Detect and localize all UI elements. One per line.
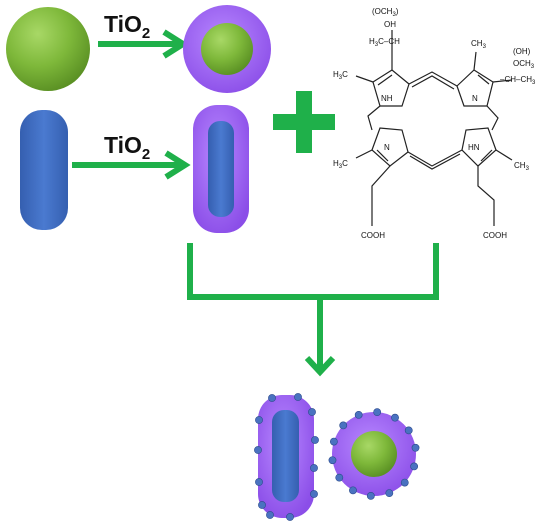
label-nh-left: NH	[381, 94, 393, 103]
sensitizer-dot-rod-7	[255, 478, 263, 486]
sensitizer-dot-sphere-12	[404, 426, 413, 435]
sensitizer-dot-rod-4	[311, 436, 319, 444]
sensitizer-dot-rod-8	[310, 490, 318, 498]
sensitizer-dot-rod-2	[308, 408, 316, 416]
label-h3c-ch: H3C–CH	[369, 37, 400, 48]
blue-rod	[20, 110, 68, 230]
green-sphere	[6, 7, 90, 91]
sensitizer-dot-sphere-1	[400, 478, 409, 487]
label-n-right: N	[472, 94, 478, 103]
sensitizer-dot-sphere-0	[410, 462, 419, 471]
core-shell-rod	[193, 105, 249, 233]
sensitizer-dot-sphere-13	[411, 443, 420, 452]
sensitizer-dot-sphere-8	[339, 421, 348, 430]
label-oh-right: (OH)	[513, 47, 531, 56]
label-cooh-left: COOH	[361, 231, 385, 240]
porphyrin-labels: (OCH3) OH H3C–CH CH3 (OH) OCH3 –CH–CH3 H…	[333, 7, 536, 240]
sensitizer-dot-sphere-11	[391, 413, 399, 422]
label-h3c-left-bottom: H3C	[333, 159, 348, 170]
sensitizer-dot-sphere-7	[329, 437, 338, 446]
label-och3-right: OCH3	[513, 59, 535, 70]
sensitizer-dot-sphere-9	[354, 410, 363, 419]
sensitizer-dot-rod-10	[286, 513, 294, 521]
label-ch-ch3: –CH–CH3	[500, 75, 536, 86]
porphyrin-structure	[355, 30, 513, 226]
pyrrole-ring-top-right	[456, 69, 494, 107]
decorated-rod	[254, 393, 319, 521]
decorated-sphere	[328, 408, 420, 500]
sensitizer-dot-rod-5	[254, 446, 262, 454]
sensitizer-dot-rod-1	[294, 393, 302, 401]
sensitizer-dot-sphere-6	[328, 456, 337, 465]
sensitizer-dot-sphere-2	[385, 489, 394, 498]
sensitizer-dot-rod-6	[310, 464, 318, 472]
arrow-bottom	[72, 150, 191, 180]
sensitizer-dot-sphere-4	[349, 486, 357, 495]
plus-sign	[273, 91, 335, 153]
convergence-arrow	[187, 243, 439, 377]
sensitizer-dot-rod-11	[266, 511, 274, 519]
sensitizer-dot-rod-3	[255, 416, 263, 424]
arrow-top	[98, 29, 189, 59]
label-oh-top: OH	[384, 20, 396, 29]
label-n-left: N	[384, 143, 390, 152]
label-cooh-right: COOH	[483, 231, 507, 240]
core-shell-sphere	[183, 5, 271, 93]
sensitizer-dot-rod-0	[268, 394, 276, 402]
tio2-label-top: TiO2	[104, 11, 150, 42]
label-och3-top: (OCH3)	[372, 7, 399, 18]
label-ch3-right-bottom: CH3	[514, 161, 530, 172]
pyrrole-ring-bottom-right	[461, 127, 497, 167]
sensitizer-dot-sphere-3	[366, 491, 375, 500]
sensitizer-dot-sphere-10	[373, 408, 382, 417]
label-hn-right: HN	[468, 143, 480, 152]
label-ch3-top-right: CH3	[471, 39, 487, 50]
sensitizer-dot-sphere-5	[335, 473, 344, 482]
sensitizer-dot-rod-9	[258, 501, 266, 509]
pyrrole-ring-top-left	[372, 69, 410, 107]
tio2-label-bottom: TiO2	[104, 132, 150, 163]
label-h3c-left-top: H3C	[333, 70, 348, 81]
pyrrole-ring-bottom-left	[371, 127, 409, 167]
